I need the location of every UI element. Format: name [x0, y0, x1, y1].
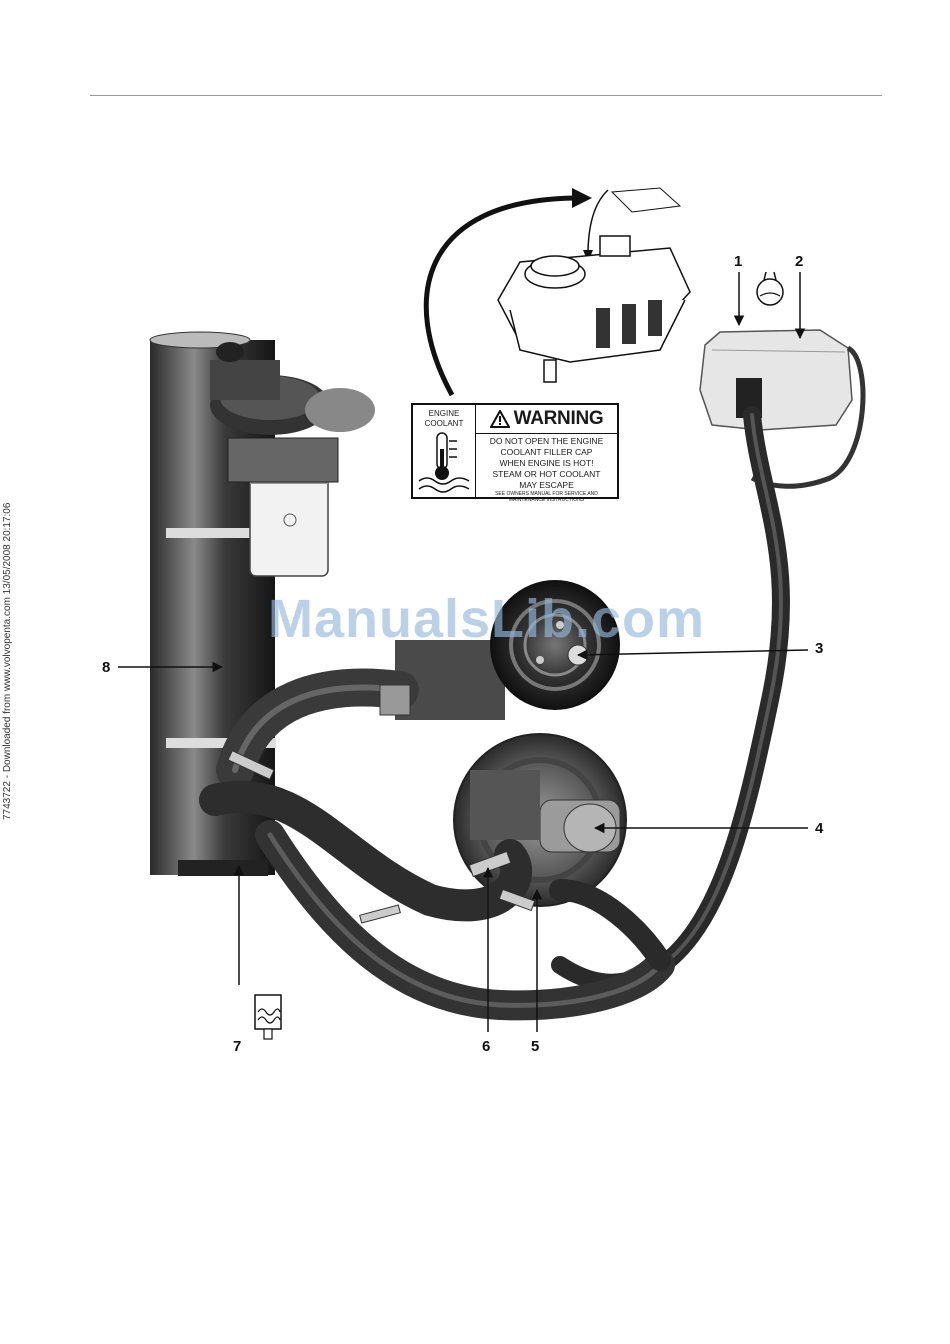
- warning-small-2: MAINTENANCE INSTRUCTIONS: [476, 497, 617, 503]
- coolant-bulb-icon: [757, 272, 783, 305]
- callout-3: 3: [815, 640, 823, 657]
- clamp: [380, 685, 410, 715]
- warning-body: DO NOT OPEN THE ENGINE COOLANT FILLER CA…: [476, 434, 617, 503]
- engine-coolant-text: ENGINE COOLANT: [413, 409, 475, 429]
- warning-line-1: DO NOT OPEN THE ENGINE: [476, 436, 617, 447]
- expansion-tank-drawing: [498, 236, 690, 382]
- warning-label: ENGINE COOLANT WARNING DO NOT OPEN THE E…: [411, 403, 619, 499]
- warning-label-left-panel: ENGINE COOLANT: [413, 405, 476, 497]
- warning-title: WARNING: [514, 408, 604, 430]
- lower-hose-c: [560, 890, 660, 960]
- drain-icon: [255, 995, 281, 1039]
- warning-line-4: STEAM OR HOT COOLANT: [476, 469, 617, 480]
- turbo-unit: [210, 342, 375, 435]
- manualslib-watermark: ManualsLib.com: [268, 588, 705, 650]
- warning-header: WARNING: [476, 405, 617, 434]
- callout-7: 7: [233, 1038, 241, 1055]
- warning-label-right-panel: WARNING DO NOT OPEN THE ENGINE COOLANT F…: [476, 405, 617, 497]
- warning-line-5: MAY ESCAPE: [476, 480, 617, 491]
- water-pump: [454, 734, 626, 906]
- warning-triangle-icon: [490, 410, 510, 428]
- warning-line-3: WHEN ENGINE IS HOT!: [476, 458, 617, 469]
- thermometer-icon: [413, 427, 475, 497]
- callout-8: 8: [102, 659, 110, 676]
- callout-1: 1: [734, 253, 742, 270]
- warning-line-2: COOLANT FILLER CAP: [476, 447, 617, 458]
- label-icon: [612, 188, 680, 212]
- callout-4: 4: [815, 820, 823, 837]
- curved-arrow-head: [572, 188, 592, 208]
- callout-6: 6: [482, 1038, 490, 1055]
- right-expansion-tank: [700, 330, 863, 486]
- callout-5: 5: [531, 1038, 539, 1055]
- clamp: [360, 905, 401, 923]
- callout-2: 2: [795, 253, 803, 270]
